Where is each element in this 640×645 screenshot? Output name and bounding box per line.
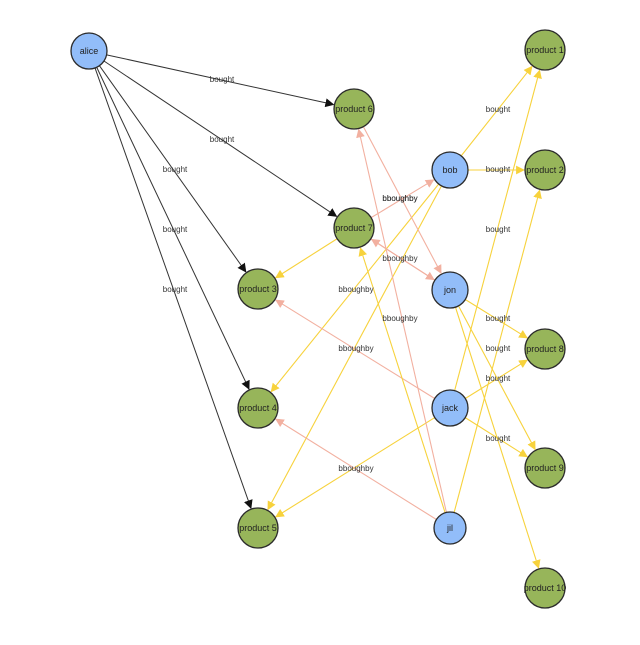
edges-layer [94, 54, 542, 569]
nodes-layer: alice bob jon jack jil product 1 product 2 prod… [70, 29, 567, 609]
edge-label-alice-p6: bought [210, 75, 235, 84]
node-circle-p9[interactable] [524, 447, 566, 489]
edge-label-jack-p9: bought [486, 434, 511, 443]
edge-bob-p4 [270, 183, 440, 393]
node-circle-p5[interactable] [237, 507, 279, 549]
node-label-jil: jil [446, 523, 453, 533]
edge-bob-p5 [267, 185, 442, 511]
edge-jack-p9 [464, 417, 528, 458]
node-alice[interactable]: alice [70, 32, 108, 70]
node-label-p4: product 4 [239, 403, 277, 413]
node-p9[interactable]: product 9 [524, 447, 566, 489]
node-label-p3: product 3 [239, 284, 277, 294]
edge-jack-p1 [454, 69, 542, 391]
edge-label-bob-p2: bought [486, 165, 511, 174]
edge-alice-p5 [94, 67, 253, 510]
node-bob[interactable]: bob [431, 151, 469, 189]
edge-jack-p5 [275, 417, 436, 518]
node-jil[interactable]: jil [433, 511, 467, 545]
edge-jil-p6 [356, 128, 447, 513]
edge-label-extra-2: bboughby [382, 194, 417, 203]
edge-label-jon-p7: bboughby [382, 254, 417, 263]
node-circle-p8[interactable] [524, 328, 566, 370]
edge-jil-p4 [275, 418, 437, 520]
node-p3[interactable]: product 3 [237, 268, 279, 310]
node-circle-jack[interactable] [431, 389, 469, 427]
node-p1[interactable]: product 1 [524, 29, 566, 71]
node-label-p6: product 6 [335, 104, 373, 114]
node-p7[interactable]: product 7 [333, 207, 375, 249]
node-label-p9: product 9 [526, 463, 564, 473]
edge-jil-p2 [453, 189, 542, 513]
node-circle-p1[interactable] [524, 29, 566, 71]
edge-label-jon-p8: bought [486, 314, 511, 323]
edge-p7-jon [370, 238, 435, 281]
edge-alice-p4 [96, 67, 250, 390]
node-label-jon: jon [443, 285, 456, 295]
node-circle-p4[interactable] [237, 387, 279, 429]
node-label-p5: product 5 [239, 523, 277, 533]
edge-jon-p8 [465, 299, 528, 339]
node-circle-p10[interactable] [524, 567, 566, 609]
node-jack[interactable]: jack [431, 389, 469, 427]
node-circle-p6[interactable] [333, 88, 375, 130]
edge-label-alice-p4: bought [163, 225, 188, 234]
node-label-p1: product 1 [526, 45, 564, 55]
node-label-p2: product 2 [526, 165, 564, 175]
edge-label-alice-p5: bought [163, 285, 188, 294]
edge-label-jon-p9: bought [486, 344, 511, 353]
node-circle-p7[interactable] [333, 207, 375, 249]
edge-alice-p6 [106, 54, 335, 108]
node-p10[interactable]: product 10 [524, 567, 567, 609]
edge-alice-p3 [99, 65, 247, 273]
node-label-alice: alice [80, 46, 99, 56]
edge-label-bob-p1: bought [486, 105, 511, 114]
edge-label-alice-p7: bought [210, 135, 235, 144]
node-p4[interactable]: product 4 [237, 387, 279, 429]
edge-bob-p1 [460, 65, 533, 157]
edge-label-extra-0: bboughby [338, 285, 373, 294]
node-p2[interactable]: product 2 [524, 149, 566, 191]
node-label-p10: product 10 [524, 583, 567, 593]
node-label-jack: jack [441, 403, 459, 413]
edge-label-alice-p3: bought [163, 165, 188, 174]
node-label-p7: product 7 [335, 223, 373, 233]
node-p8[interactable]: product 8 [524, 328, 566, 370]
edge-label-jil-p4: bboughby [338, 464, 373, 473]
edge-labels-layer: bought bought bought bought bought bought boug… [163, 75, 511, 473]
edge-p7-p3 [274, 238, 338, 279]
node-label-bob: bob [442, 165, 457, 175]
edge-p6-jon [362, 126, 442, 274]
edge-label-jack-p3: bboughby [338, 344, 373, 353]
node-circle-jil[interactable] [433, 511, 467, 545]
node-jon[interactable]: jon [431, 271, 469, 309]
node-label-p8: product 8 [526, 344, 564, 354]
node-p6[interactable]: product 6 [333, 88, 375, 130]
edge-label-jack-p8: bought [486, 374, 511, 383]
node-circle-bob[interactable] [431, 151, 469, 189]
edge-jack-p3 [275, 299, 435, 399]
edge-jack-p8 [465, 359, 528, 399]
edge-label-extra-1: bboughby [382, 314, 417, 323]
edge-label-p7-bob: bboughby [382, 194, 417, 203]
node-circle-jon[interactable] [431, 271, 469, 309]
edge-jil-p7 [358, 247, 446, 513]
node-p5[interactable]: product 5 [237, 507, 279, 549]
edge-alice-p7 [103, 60, 338, 217]
edge-p7-bob [370, 179, 435, 219]
node-circle-p3[interactable] [237, 268, 279, 310]
node-circle-p2[interactable] [524, 149, 566, 191]
node-circle-alice[interactable] [70, 32, 108, 70]
edge-label-jack-p1: bought [486, 225, 511, 234]
